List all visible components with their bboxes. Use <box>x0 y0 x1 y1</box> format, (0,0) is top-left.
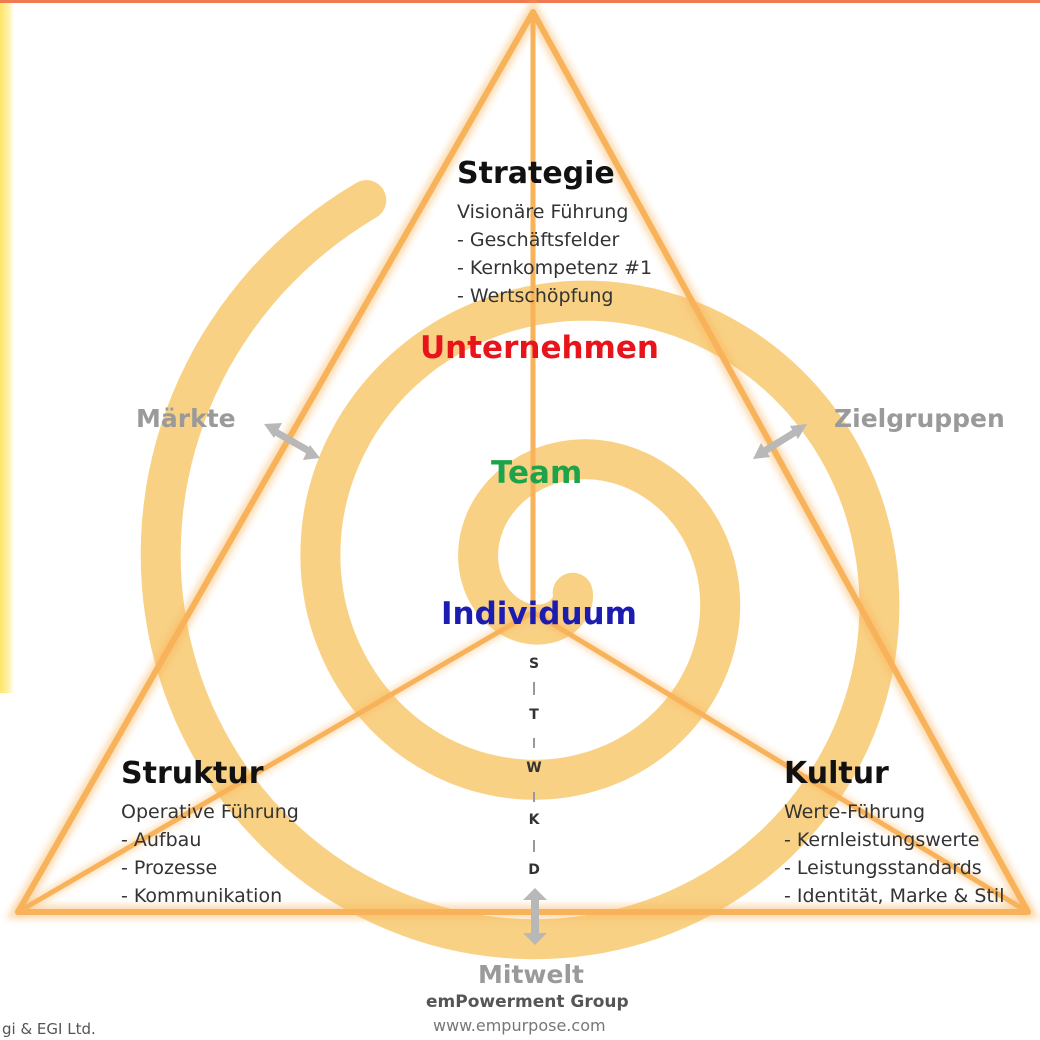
left-accent-bar <box>0 3 14 693</box>
triangle-outline <box>5 0 1040 919</box>
footer-group: emPowerment Group <box>426 992 629 1012</box>
axis-letter-d: D <box>528 862 540 878</box>
struktur-item: - Prozesse <box>121 857 218 879</box>
strategie-subtitle: Visionäre Führung <box>457 201 629 223</box>
outer-mitwelt: Mitwelt <box>478 960 584 989</box>
top-accent-line <box>0 0 1040 3</box>
axis-letter-s: S <box>528 656 540 672</box>
kultur-item: - Leistungsstandards <box>784 857 982 879</box>
struktur-item: - Aufbau <box>121 829 202 851</box>
footer-copyright: gi & EGI Ltd. <box>2 1020 96 1038</box>
spiral <box>140 180 900 960</box>
level-team: Team <box>491 455 583 491</box>
level-unternehmen: Unternehmen <box>420 330 659 366</box>
outer-maerkte: Märkte <box>136 404 236 433</box>
arrow-maerkte <box>264 423 320 460</box>
footer-url[interactable]: www.empurpose.com <box>433 1016 606 1035</box>
strategie-item: - Wertschöpfung <box>457 285 614 307</box>
outer-zielgruppen: Zielgruppen <box>834 404 1005 433</box>
strategie-title: Strategie <box>457 156 615 191</box>
struktur-title: Struktur <box>121 756 264 791</box>
kultur-item: - Identität, Marke & Stil <box>784 885 1005 907</box>
level-individuum: Individuum <box>441 596 637 632</box>
struktur-subtitle: Operative Führung <box>121 801 299 823</box>
arrow-mitwelt <box>523 888 547 945</box>
kultur-title: Kultur <box>784 756 889 791</box>
triangle-axes <box>15 12 1031 917</box>
arrow-zielgruppen <box>753 424 807 459</box>
strategie-item: - Kernkompetenz #1 <box>457 257 653 279</box>
kultur-subtitle: Werte-Führung <box>784 801 926 823</box>
struktur-item: - Kommunikation <box>121 885 283 907</box>
axis-letter-k: K <box>528 812 540 828</box>
axis-letter-t: T <box>529 707 539 723</box>
kultur-item: - Kernleistungswerte <box>784 829 980 851</box>
strategie-item: - Geschäftsfelder <box>457 229 620 251</box>
axis-letter-w: W <box>526 760 542 776</box>
